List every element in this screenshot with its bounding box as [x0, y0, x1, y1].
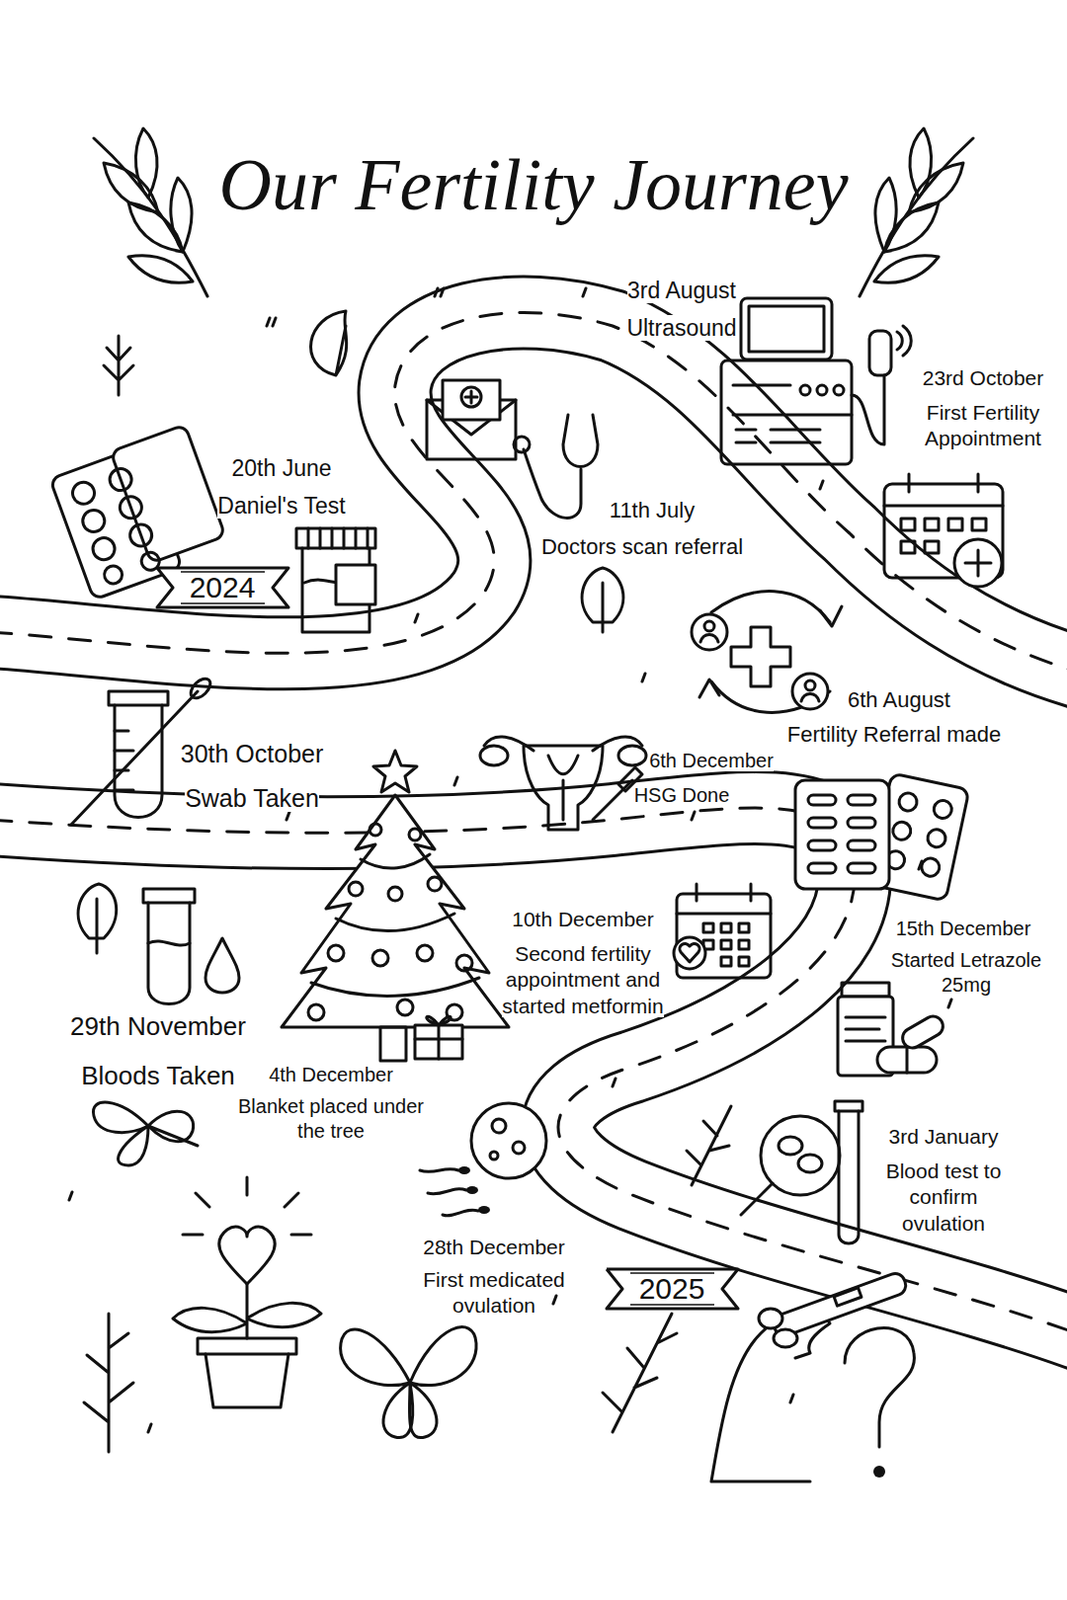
label-text: 6th August: [847, 687, 951, 713]
timeline-label: Blanket placed under the tree: [222, 1094, 440, 1145]
year-banner: 2024: [155, 566, 291, 610]
timeline-label: First medicated ovulation: [405, 1267, 583, 1320]
timeline-label: 20th June: [192, 454, 371, 484]
leaf: [78, 311, 624, 954]
label-text: Ultrasound: [626, 315, 737, 341]
medicine-bottle: [837, 983, 947, 1076]
title: Our Fertility Journey: [0, 143, 1067, 228]
label-text: Daniel's Test: [217, 492, 345, 519]
grass-tufts: [69, 288, 952, 1433]
timeline-label: Bloods Taken: [39, 1060, 277, 1093]
timeline-label: 3rd January: [864, 1124, 1023, 1150]
label-text: 28th December: [422, 1235, 566, 1259]
egg-and-sperm: [419, 1103, 547, 1217]
year-text: 2024: [155, 571, 291, 605]
timeline-label: 28th December: [405, 1234, 583, 1261]
timeline-label: 6th December: [622, 748, 801, 774]
butterfly: [340, 1327, 478, 1439]
label-text: 15th December: [896, 917, 1032, 940]
label-text: Started Letrazole 25mg: [891, 949, 1042, 996]
timeline-label: 29th November: [39, 1010, 277, 1044]
road: [0, 313, 1067, 1335]
heart-plant: [172, 1177, 322, 1408]
timeline-label: Blood test to confirm ovulation: [874, 1158, 1013, 1237]
label-text: Blood test to confirm ovulation: [886, 1159, 1002, 1235]
label-text: Fertility Referral made: [787, 722, 1001, 747]
calendar: [884, 474, 1003, 587]
label-text: 3rd January: [889, 1125, 999, 1149]
timeline-label: 10th December: [484, 906, 682, 933]
label-text: 23rd October: [922, 366, 1045, 390]
ultrasound-machine: [721, 298, 911, 465]
label-text: Doctors scan referral: [541, 534, 743, 560]
year-text: 2025: [604, 1272, 740, 1307]
year-banner: 2025: [604, 1267, 740, 1312]
timeline-label: Ultrasound: [582, 314, 781, 343]
timeline-label: Doctors scan referral: [523, 533, 761, 562]
stethoscope: [513, 414, 598, 518]
label-text: 3rd August: [627, 277, 737, 304]
timeline-label: 30th October: [153, 738, 351, 770]
timeline-label: HSG Done: [617, 783, 746, 809]
label-text: 4th December: [268, 1064, 394, 1086]
timeline-label: Swab Taken: [153, 783, 351, 815]
gift: [414, 1016, 463, 1060]
calendar: [673, 884, 771, 979]
timeline-label: Fertility Referral made: [765, 721, 1023, 749]
label-text: 30th October: [180, 739, 325, 768]
timeline-label: 23rd October: [908, 365, 1058, 392]
timeline-label: 11th July: [553, 496, 751, 525]
uterus: [480, 737, 647, 830]
timeline-label: Started Letrazole 25mg: [887, 948, 1046, 998]
timeline-label: Daniel's Test: [192, 492, 371, 521]
referral-arrows: [691, 591, 842, 714]
timeline-label: 3rd August: [582, 276, 781, 306]
label-text: 10th December: [511, 907, 655, 931]
label-text: HSG Done: [634, 784, 731, 807]
label-text: First Fertility Appointment: [924, 401, 1042, 450]
label-text: First medicated ovulation: [422, 1268, 566, 1317]
timeline-label: 6th August: [815, 686, 984, 715]
laurel: [859, 128, 974, 297]
timeline-label: Second fertility appointment and started…: [484, 941, 682, 1020]
pill-blister: [795, 773, 970, 902]
butterfly: [92, 1102, 198, 1166]
label-text: Bloods Taken: [81, 1061, 236, 1091]
label-text: Second fertility appointment and started…: [501, 942, 663, 1018]
envelope: [426, 380, 516, 460]
label-text: 11th July: [609, 497, 695, 523]
timeline-label: 15th December: [879, 916, 1048, 942]
pregnancy-test: [711, 1271, 914, 1482]
label-text: 20th June: [231, 455, 331, 482]
label-text: Swab Taken: [184, 784, 320, 813]
laurel: [93, 128, 208, 297]
timeline-label: 4th December: [237, 1063, 425, 1088]
label-text: 29th November: [70, 1011, 247, 1042]
sample-pot: [296, 528, 376, 633]
blood-tube: [143, 889, 240, 1005]
timeline-label: First Fertility Appointment: [908, 400, 1058, 453]
label-text: 6th December: [649, 749, 774, 772]
magnifier: [740, 1101, 863, 1244]
label-text: Blanket placed under the tree: [238, 1095, 424, 1143]
